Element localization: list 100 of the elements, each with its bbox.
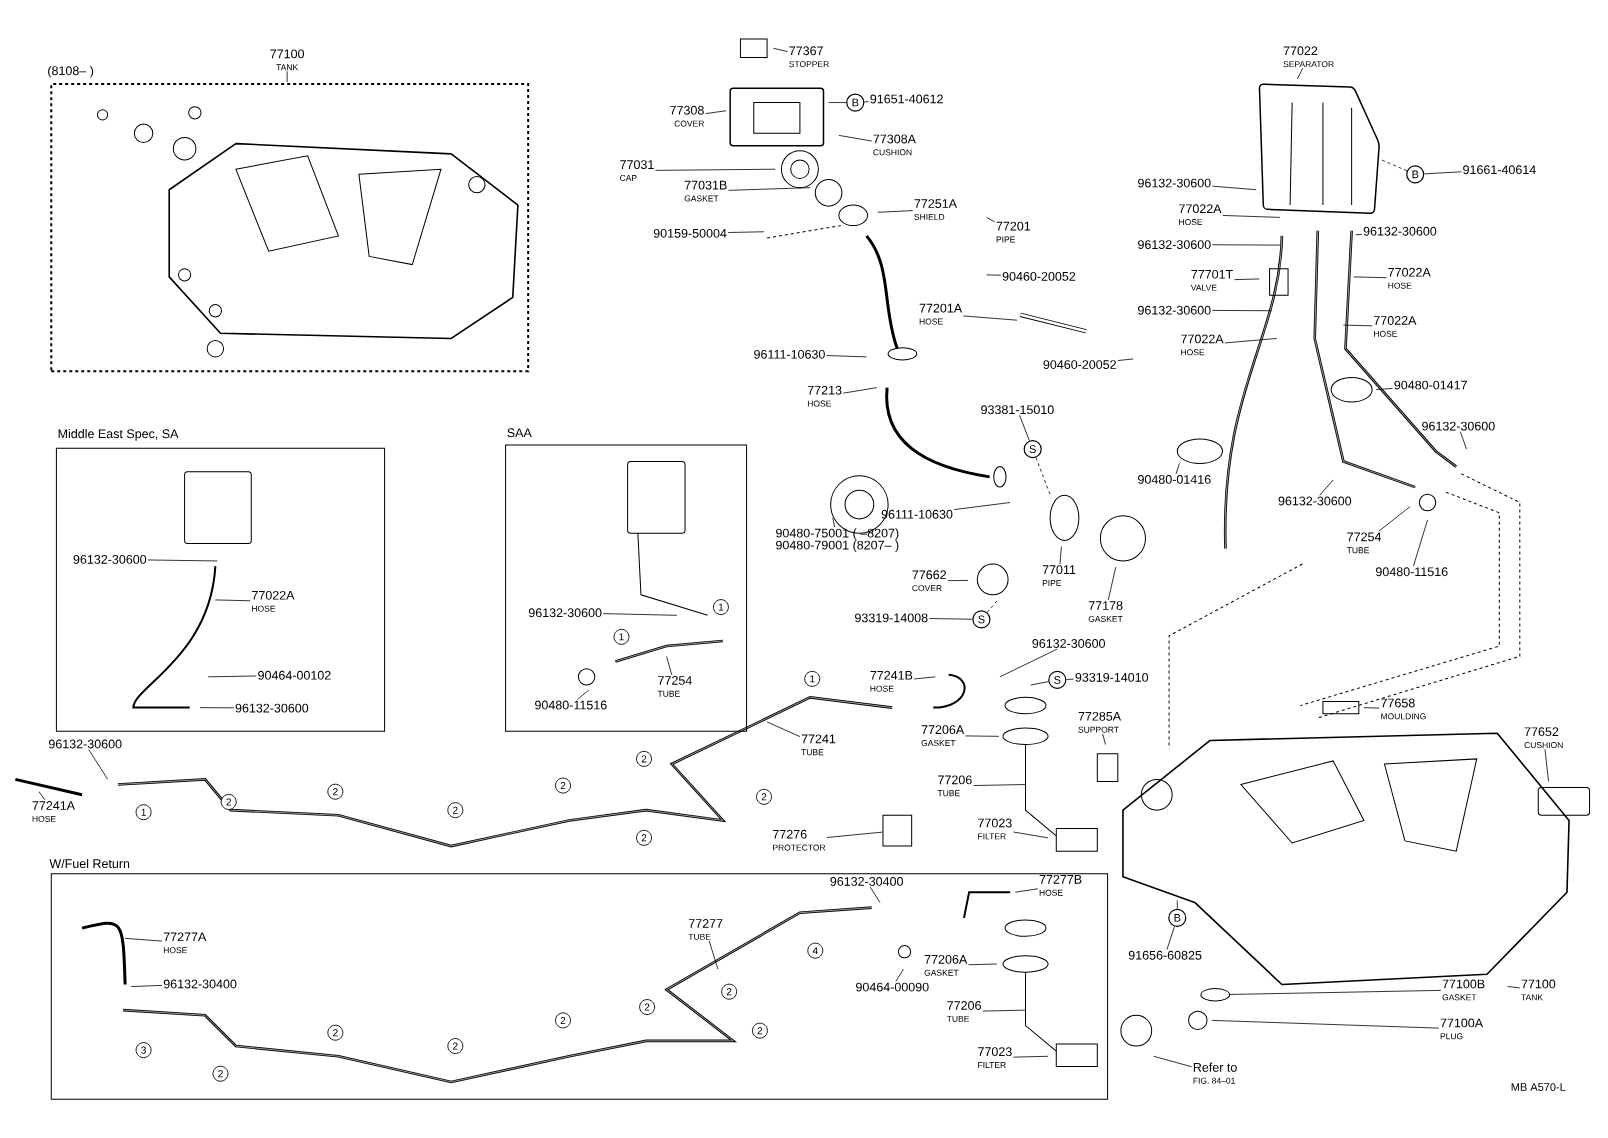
part-number-label: 77658 MOULDING — [1381, 698, 1426, 720]
leader-line — [1014, 888, 1039, 893]
part-number-label: 77031 CAP — [620, 160, 654, 181]
callout-number: 1 — [135, 804, 152, 820]
part-number-label: 77206 TUBE — [946, 1000, 981, 1022]
part-number-label: 77022A HOSE — [1181, 334, 1224, 356]
protector-part — [882, 814, 913, 847]
part-number-label: 96132-30400 — [163, 979, 237, 989]
part-number-label: 93319-14010 — [1075, 672, 1149, 682]
part-number-label: 77254 TUBE — [1346, 532, 1382, 554]
leader-line — [214, 599, 251, 601]
callout-number: 2 — [212, 1065, 229, 1082]
part-number-label: 90460-20052 — [1002, 271, 1076, 281]
leader-line — [1102, 733, 1106, 745]
part-number-label: 77201A HOSE — [919, 303, 963, 325]
part-number-label: 77023 FILTER — [978, 1047, 1012, 1068]
leader-line — [1059, 546, 1062, 565]
part-number-label: 77277A HOSE — [163, 932, 207, 953]
leader-line — [286, 70, 288, 83]
leader-line — [1211, 309, 1273, 311]
part-number-label: 96132-30600 — [528, 608, 602, 617]
part-number-label: 96132-30600 — [1422, 421, 1495, 431]
leader-line — [1166, 925, 1175, 950]
part-number-label: 77308A CUSHION — [873, 134, 916, 156]
leader-line — [953, 501, 1011, 510]
leader-line — [982, 1009, 1026, 1012]
leader-line — [1319, 479, 1334, 496]
callout-number: 2 — [756, 788, 772, 805]
leader-line — [1355, 233, 1363, 236]
leader-line — [999, 648, 1058, 678]
callout-number: 2 — [327, 783, 344, 800]
leader-line — [207, 675, 257, 678]
leader-line — [577, 689, 590, 700]
part-number-label: 77011 PIPE — [1042, 565, 1076, 586]
part-number-label: 77308 COVER — [670, 105, 704, 127]
leader-line — [38, 791, 46, 801]
leader-line — [1378, 506, 1411, 532]
leader-line — [968, 963, 998, 965]
leader-line — [913, 676, 936, 680]
leader-line — [1107, 566, 1117, 601]
gasket-part — [1200, 987, 1231, 1002]
part-number-label: 77241B HOSE — [870, 670, 913, 692]
part-number-label: 77100B GASKET — [1442, 979, 1485, 1001]
callout-number: 1 — [713, 599, 729, 615]
part-number-label: 77100 TANK — [270, 49, 305, 70]
part-number-label: 77206A GASKET — [924, 954, 968, 976]
part-number-label: 77201 PIPE — [996, 221, 1031, 243]
part-number-label: 90159-50004 — [653, 228, 727, 238]
leader-line — [842, 387, 878, 394]
leader-line — [1153, 1055, 1193, 1067]
leader-line — [1013, 1055, 1049, 1058]
leader-line — [826, 831, 883, 838]
leader-line — [1019, 414, 1030, 441]
circled-letter: S — [1023, 439, 1042, 459]
leader-line — [124, 937, 163, 942]
circled-letter: S — [972, 610, 991, 629]
leader-line — [1117, 358, 1134, 361]
leader-line — [1066, 678, 1075, 680]
circled-letter: S — [1048, 670, 1067, 689]
leader-line — [708, 940, 719, 970]
callout-number: 2 — [636, 750, 652, 767]
part-number-label: 96132-30600 — [1138, 178, 1211, 188]
part-number-label: 96132-30600 — [48, 739, 122, 749]
leader-line — [986, 274, 1002, 276]
part-number-label: 96132-30400 — [830, 876, 903, 886]
node-label: SAA — [507, 428, 532, 438]
leader-line — [965, 735, 1000, 737]
callout-number: 2 — [636, 829, 652, 846]
leader-line — [877, 210, 914, 213]
part-number-label: 96132-30600 — [73, 554, 147, 564]
part-number-label: 96132-30600 — [1032, 638, 1105, 648]
part-number-label: 90480-01417 — [1394, 380, 1467, 390]
callout-number: 2 — [447, 802, 464, 818]
leader-line — [1234, 278, 1260, 280]
part-number-label: 96132-30600 — [235, 703, 309, 713]
leader-line — [962, 315, 1018, 321]
part-number-label: 77213 HOSE — [807, 385, 842, 407]
leader-line — [705, 110, 727, 114]
part-number-label: 77206 TUBE — [937, 775, 972, 797]
leader-line — [766, 721, 801, 737]
part-number-label: 77276 PROTECTOR — [773, 829, 826, 851]
callout-number: 2 — [220, 793, 237, 810]
part-number-label: 77022A HOSE — [1388, 267, 1431, 289]
part-number-label: 77100A PLUG — [1440, 1018, 1484, 1040]
node-label: W/Fuel Return — [49, 858, 130, 868]
leader-line — [1222, 214, 1281, 218]
leader-line — [869, 886, 881, 903]
callout-number: 2 — [555, 1012, 571, 1029]
node-label: Middle East Spec, SA — [58, 428, 179, 441]
leader-line — [666, 655, 673, 676]
part-number-label: 96132-30600 — [1278, 496, 1352, 506]
part-number-label: 93319-14008 — [855, 613, 928, 623]
part-number-label: 77022A HOSE — [1179, 204, 1222, 225]
part-number-label: 96132-30600 — [1363, 226, 1437, 236]
leader-line — [1363, 707, 1380, 709]
leader-line — [828, 102, 847, 103]
leader-line — [1459, 431, 1467, 450]
circled-letter: B — [1168, 908, 1187, 927]
part-number-label: 77285A SUPPORT — [1078, 711, 1122, 733]
part-number-label: 77022A HOSE — [1374, 315, 1417, 337]
